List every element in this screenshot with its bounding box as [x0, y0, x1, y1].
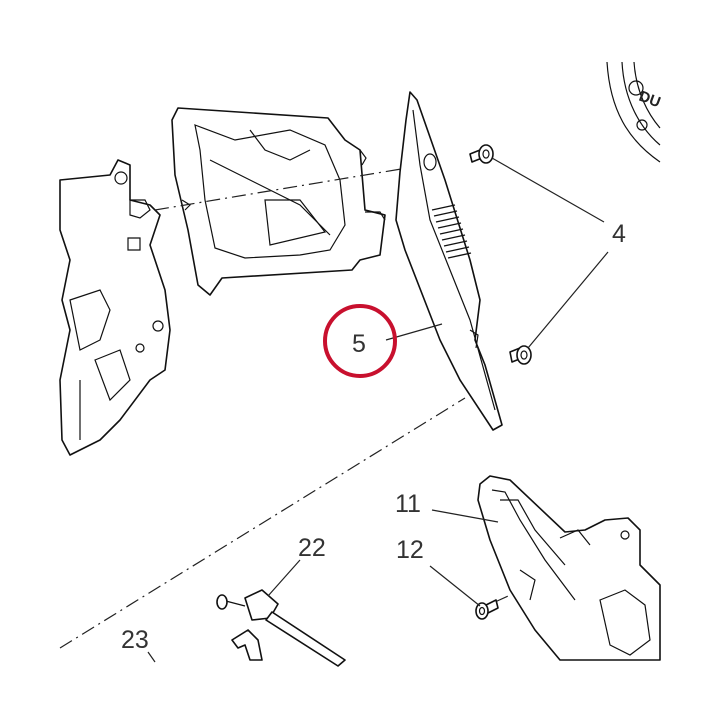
- screw-lower: [509, 345, 532, 365]
- callout-11: 11: [395, 490, 421, 518]
- cover-panel: [395, 91, 503, 431]
- assembly-lines: [59, 164, 633, 649]
- screw-upper: [469, 144, 494, 164]
- callout-12: 12: [396, 536, 424, 564]
- left-bracket: [59, 159, 171, 456]
- center-frame: [171, 107, 386, 296]
- side-fairing: [477, 475, 661, 661]
- logo-badge: DU: [606, 61, 663, 163]
- logo-text: DU: [637, 88, 663, 111]
- cable-clamp: [216, 589, 346, 667]
- callout-4: 4: [612, 220, 626, 248]
- highlight-ring: [323, 304, 397, 378]
- callout-5: 5: [352, 330, 366, 358]
- hook-part: [231, 629, 263, 661]
- callout-23: 23: [121, 626, 149, 654]
- vent-grille: [431, 204, 472, 259]
- screw-12: [475, 599, 499, 620]
- callout-22: 22: [298, 534, 326, 562]
